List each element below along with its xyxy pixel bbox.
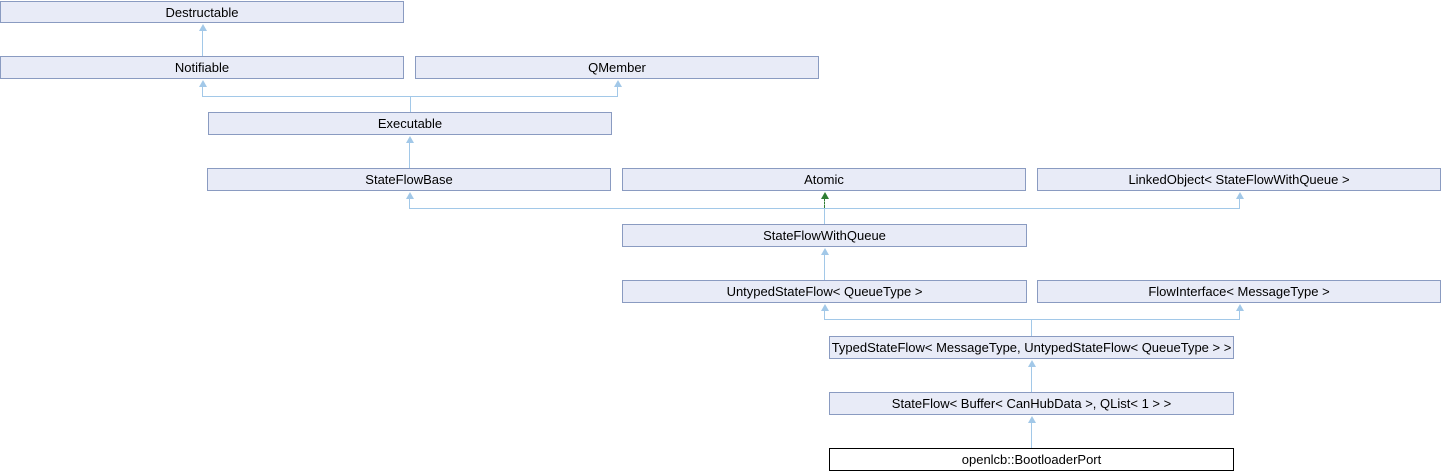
class-node-notifiable[interactable]: Notifiable (0, 56, 404, 79)
edge-notifiable-to-destructable-line (202, 30, 203, 56)
class-node-executable[interactable]: Executable (208, 112, 612, 135)
edge-executable-to-qmember-arrowhead (614, 80, 622, 87)
class-node-bootloaderport: openlcb::BootloaderPort (829, 448, 1234, 471)
edge-typedstateflow-to-flowinterface-line (1239, 310, 1240, 320)
class-node-destructable[interactable]: Destructable (0, 1, 404, 23)
class-node-stateflowwithqueue[interactable]: StateFlowWithQueue (622, 224, 1027, 247)
edge-typedstateflow-to-untypedstateflow-line (824, 310, 825, 320)
edge-stateflowwithqueue-to-linkedobject-arrowhead (1236, 192, 1244, 199)
edge-executable-to-parents-stem (410, 96, 411, 112)
edge-bootloaderport-to-stateflow-line (1031, 422, 1032, 448)
edge-untypedstateflow-to-stateflowwithqueue-arrowhead (821, 248, 829, 255)
edge-typedstateflow-to-parents-hline (824, 319, 1240, 320)
edge-typedstateflow-to-untypedstateflow-arrowhead (821, 304, 829, 311)
class-node-qmember[interactable]: QMember (415, 56, 819, 79)
edge-typedstateflow-to-parents-stem (1031, 319, 1032, 336)
edge-stateflow-to-typedstateflow-line (1031, 366, 1032, 392)
edge-notifiable-to-destructable-arrowhead (199, 24, 207, 31)
edge-stateflowwithqueue-to-parents-stem (824, 208, 825, 224)
edge-executable-to-notifiable-line (202, 86, 203, 97)
edge-stateflowwithqueue-to-stateflowbase-arrowhead (406, 192, 414, 199)
edge-bootloaderport-to-stateflow-arrowhead (1028, 416, 1036, 423)
class-node-stateflow[interactable]: StateFlow< Buffer< CanHubData >, QList< … (829, 392, 1234, 415)
class-node-stateflowbase[interactable]: StateFlowBase (207, 168, 611, 191)
class-node-typedstateflow[interactable]: TypedStateFlow< MessageType, UntypedStat… (829, 336, 1234, 359)
class-node-flowinterface[interactable]: FlowInterface< MessageType > (1037, 280, 1441, 303)
edge-stateflowwithqueue-to-stateflowbase-line (409, 198, 410, 209)
edge-stateflowwithqueue-to-atomic-arrowhead (821, 192, 829, 199)
class-node-linkedobject[interactable]: LinkedObject< StateFlowWithQueue > (1037, 168, 1441, 191)
class-node-atomic[interactable]: Atomic (622, 168, 1026, 191)
edge-stateflowwithqueue-to-linkedobject-line (1239, 198, 1240, 209)
edge-executable-to-qmember-line (617, 86, 618, 97)
edge-stateflowbase-to-executable-arrowhead (406, 136, 414, 143)
edge-stateflowbase-to-executable-line (409, 142, 410, 168)
edge-typedstateflow-to-flowinterface-arrowhead (1236, 304, 1244, 311)
edge-stateflowwithqueue-to-parents-hline (409, 208, 1240, 209)
edge-executable-to-parents-hline (202, 96, 618, 97)
edge-untypedstateflow-to-stateflowwithqueue-line (824, 254, 825, 280)
edge-stateflowwithqueue-to-atomic-dashed-line (824, 198, 825, 208)
edge-stateflow-to-typedstateflow-arrowhead (1028, 360, 1036, 367)
class-node-untypedstateflow[interactable]: UntypedStateFlow< QueueType > (622, 280, 1027, 303)
edge-executable-to-notifiable-arrowhead (199, 80, 207, 87)
